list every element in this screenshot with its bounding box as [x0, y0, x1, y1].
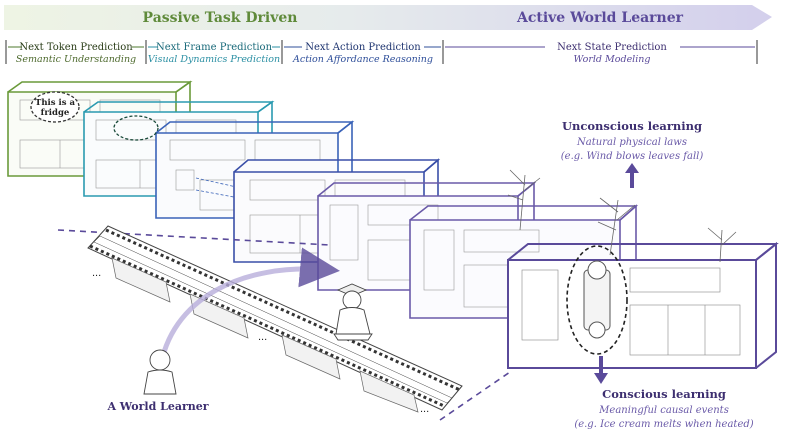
stage-title-action: Next Action Prediction — [305, 42, 421, 53]
film-strip-top-edge — [105, 228, 461, 392]
unconscious-arrow — [625, 163, 639, 188]
stage-title-frame: Next Frame Prediction — [156, 42, 273, 53]
ice-cream-highlight — [566, 245, 628, 355]
fridge-speech-bubble: This is a fridge — [30, 91, 80, 123]
active-title: Active World Learner — [516, 10, 684, 26]
stage-subtitle-frame: Visual Dynamics Prediction — [148, 54, 280, 65]
unconscious-subtitle: Natural physical laws — [576, 137, 687, 148]
stage-subtitle-state: World Modeling — [574, 54, 651, 65]
progression-arrow — [4, 5, 772, 30]
stage-next-state: Next State Prediction World Modeling — [445, 42, 755, 65]
passive-title: Passive Task Driven — [143, 10, 298, 26]
fridge-label-line2: fridge — [41, 108, 70, 118]
kitchen-frame-7 — [507, 241, 779, 369]
graduate-figure — [333, 283, 373, 341]
film-ellipsis-1: ... — [92, 267, 101, 279]
world-learner-label: A World Learner — [106, 400, 208, 413]
stage-dividers — [5, 40, 758, 64]
stage-subtitle-action: Action Affordance Reasoning — [292, 54, 433, 65]
stage-next-token: Next Token Prediction Semantic Understan… — [8, 42, 144, 65]
baby-figure — [143, 349, 177, 395]
film-ellipsis-3: ... — [420, 403, 429, 415]
film-strip: ... ... ... — [87, 225, 463, 415]
fridge-label-line1: This is a — [35, 98, 75, 108]
film-frames — [111, 257, 419, 413]
film-ellipsis-2: ... — [258, 331, 267, 343]
tree-illustrations — [507, 169, 737, 263]
conscious-subtitle: Meaningful causal events — [598, 405, 729, 416]
stage-next-frame: Next Frame Prediction Visual Dynamics Pr… — [148, 42, 280, 65]
stage-next-action: Next Action Prediction Action Affordance… — [284, 42, 441, 65]
conscious-arrow — [594, 356, 608, 384]
stage-subtitle-token: Semantic Understanding — [16, 54, 136, 65]
unconscious-title: Unconscious learning — [562, 119, 702, 133]
frame2-focus-ellipse — [113, 115, 159, 141]
unconscious-example: (e.g. Wind blows leaves fall) — [561, 151, 704, 162]
film-strip-bottom-edge — [89, 244, 445, 408]
stage-title-token: Next Token Prediction — [19, 42, 133, 53]
conscious-title: Conscious learning — [602, 387, 726, 401]
growth-arc — [157, 247, 340, 371]
stage-title-state: Next State Prediction — [557, 42, 667, 53]
kitchen-frames — [7, 80, 779, 369]
conscious-example: (e.g. Ice cream melts when heated) — [574, 419, 753, 430]
